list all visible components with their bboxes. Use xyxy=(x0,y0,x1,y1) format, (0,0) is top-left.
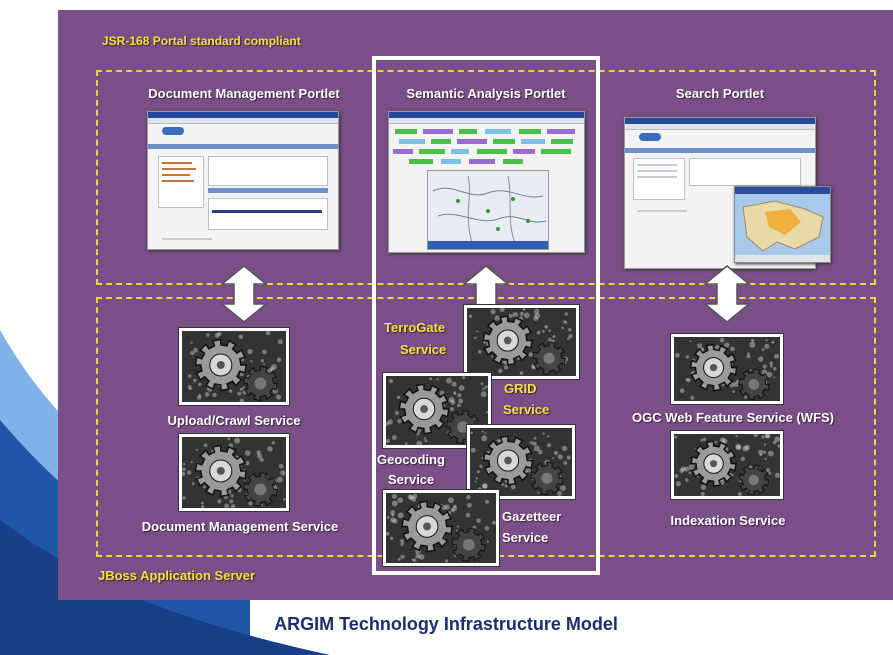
portlet-title-semantic: Semantic Analysis Portlet xyxy=(406,86,565,101)
semantic-portlet-screenshot xyxy=(388,111,585,253)
portlet-title-document: Document Management Portlet xyxy=(148,86,339,101)
gear-icon xyxy=(463,304,580,380)
gear-icon xyxy=(178,327,290,406)
service-label-upload: Upload/Crawl Service xyxy=(168,413,301,428)
service-label-terrogate-line1: TerroGate xyxy=(384,320,445,335)
service-label-grid-line2: Service xyxy=(503,402,549,417)
portal-label: JSR-168 Portal standard compliant xyxy=(102,34,301,48)
map-view xyxy=(427,170,549,250)
slide-title: ARGIM Technology Infrastructure Model xyxy=(274,614,618,635)
service-label-document-management: Document Management Service xyxy=(142,519,339,534)
gear-icon xyxy=(670,333,784,405)
service-label-gazetteer-line1: Gazetteer xyxy=(502,509,561,524)
map-thumbnail xyxy=(734,186,831,263)
portlet-title-search: Search Portlet xyxy=(676,86,764,101)
double-arrow-icon xyxy=(214,264,274,324)
document-portlet-screenshot xyxy=(147,111,339,250)
gear-icon xyxy=(178,433,290,512)
service-label-indexation: Indexation Service xyxy=(671,513,786,528)
tag-cloud xyxy=(389,125,584,170)
server-label: JBoss Application Server xyxy=(98,568,255,583)
gear-icon xyxy=(670,430,784,500)
service-label-geocoding-line2: Service xyxy=(388,472,434,487)
service-label-ogc: OGC Web Feature Service (WFS) xyxy=(632,410,834,425)
service-label-geocoding-line1: Geocoding xyxy=(377,452,445,467)
double-arrow-icon xyxy=(697,264,757,324)
service-label-terrogate-line2: Service xyxy=(400,342,446,357)
service-label-gazetteer-line2: Service xyxy=(502,530,548,545)
service-label-grid-line1: GRID xyxy=(504,381,537,396)
gear-icon xyxy=(382,489,500,567)
